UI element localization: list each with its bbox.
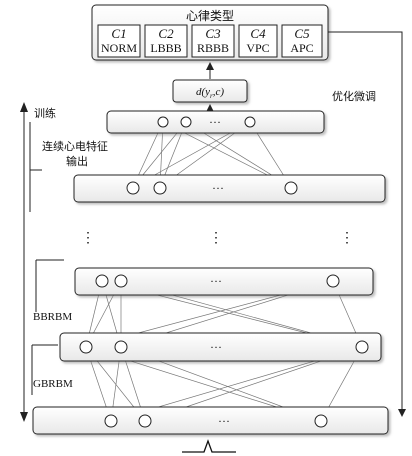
class-name: NORM	[101, 41, 137, 55]
vdots: ⋮	[209, 231, 223, 246]
ellipsis: ···	[212, 181, 224, 195]
neuron	[104, 414, 118, 428]
layer-1: ···	[106, 110, 325, 134]
neuron	[157, 116, 169, 128]
class-code: C3	[205, 26, 221, 41]
neuron	[180, 116, 192, 128]
neuron	[284, 181, 298, 195]
class-name: APC	[290, 41, 313, 55]
neuron	[314, 414, 328, 428]
layer-2: ···	[73, 174, 386, 203]
bbrbm-label: BBRBM	[33, 311, 72, 323]
layer-4: ···	[59, 332, 382, 362]
neuron	[244, 116, 256, 128]
class-name: RBBB	[197, 41, 229, 55]
ellipsis: ···	[209, 115, 221, 129]
class-cell-c3: C3 RBBB	[191, 24, 235, 58]
class-cell-c4: C4 VPC	[238, 24, 278, 58]
class-name: LBBB	[150, 41, 181, 55]
class-code: C4	[250, 26, 266, 41]
finetune-loop: 优化微调	[328, 31, 406, 417]
neuron	[114, 274, 128, 288]
training-arrow: 训练	[20, 102, 56, 422]
neuron	[326, 274, 340, 288]
vertical-ellipsis-row: ⋮ ⋮ ⋮	[81, 231, 354, 246]
ellipsis: ···	[210, 274, 222, 288]
class-cell-c2: C2 LBBB	[144, 24, 188, 58]
class-code: C5	[294, 26, 310, 41]
gbrbm-label: GBRBM	[33, 378, 73, 390]
distance-formula: d(yr,c)	[196, 86, 224, 100]
vdots: ⋮	[340, 231, 354, 246]
layer-brackets	[29, 122, 64, 395]
distance-box: d(yr,c)	[172, 79, 248, 103]
vdots: ⋮	[81, 231, 95, 246]
ellipsis: ···	[218, 414, 230, 428]
neuron	[355, 340, 369, 354]
layer-5-input: ···	[32, 406, 389, 435]
neuron	[138, 414, 152, 428]
neuron	[153, 181, 167, 195]
feature-label-line2: 输出	[66, 154, 88, 168]
neuron	[114, 340, 128, 354]
neuron	[95, 274, 109, 288]
class-name: VPC	[246, 41, 269, 55]
ellipsis: ···	[210, 340, 222, 354]
class-code: C1	[111, 26, 126, 41]
class-code: C2	[158, 26, 174, 41]
ecg-waveform-icon	[182, 439, 236, 453]
header-title: 心律类型	[186, 9, 234, 23]
neuron	[126, 181, 140, 195]
neuron	[79, 340, 93, 354]
class-output-box: 心律类型 C1 NORM C2 LBBB C3 RBBB C4 VPC C5 A…	[91, 4, 329, 61]
layer-3: ···	[74, 267, 374, 296]
class-cell-c1: C1 NORM	[97, 24, 141, 58]
feature-label-line1: 连续心电特征	[42, 139, 108, 153]
class-cell-c5: C5 APC	[281, 24, 323, 58]
finetune-label: 优化微调	[332, 89, 376, 103]
train-label: 训练	[34, 106, 56, 120]
